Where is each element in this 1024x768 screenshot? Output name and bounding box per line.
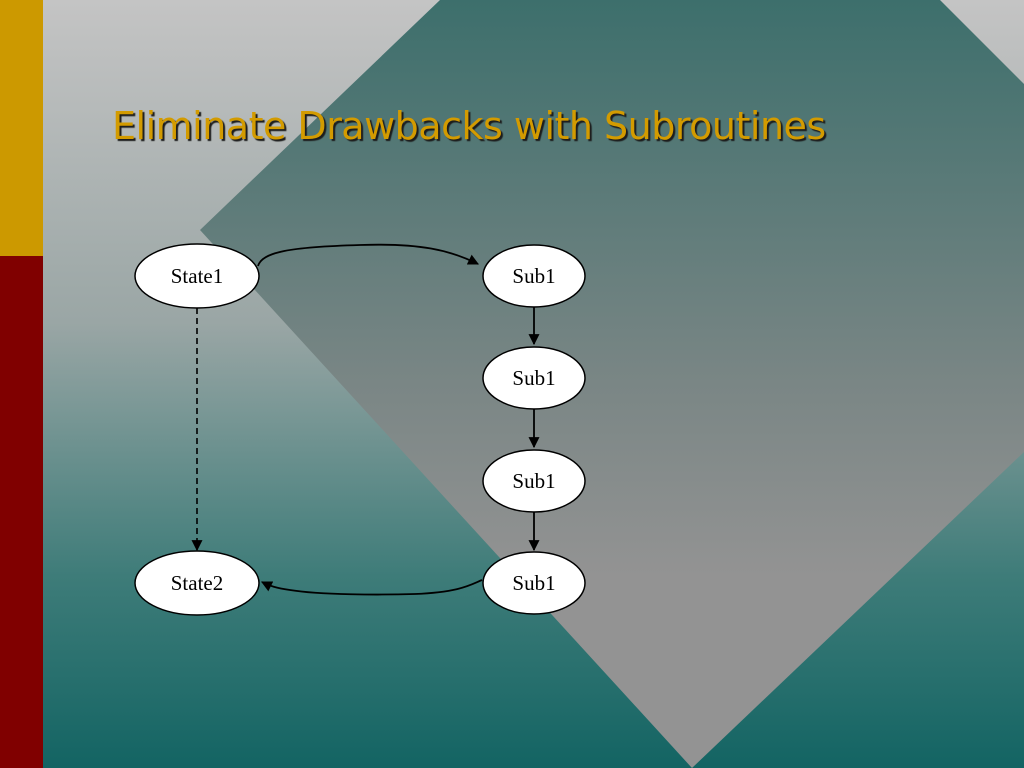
node-sub1-2-label: Sub1: [512, 366, 555, 390]
node-state2: State2: [134, 550, 260, 616]
node-state1: State1: [134, 243, 260, 309]
edge-state1-to-sub1: [257, 243, 479, 267]
gold-accent-bar: [0, 0, 43, 256]
edge-sub1-to-state2: [261, 579, 483, 596]
node-state2-label: State2: [171, 571, 224, 595]
slide-title: Eliminate Drawbacks with Subroutines: [112, 104, 826, 148]
node-state1-label: State1: [171, 264, 224, 288]
node-sub1-3-label: Sub1: [512, 469, 555, 493]
node-sub1-3: Sub1: [482, 449, 586, 513]
node-sub1-1-label: Sub1: [512, 264, 555, 288]
node-sub1-4-label: Sub1: [512, 571, 555, 595]
node-sub1-2: Sub1: [482, 346, 586, 410]
diagram-edges: [191, 243, 540, 596]
red-accent-bar: [0, 256, 43, 768]
background-diamond: [200, 0, 1024, 768]
node-sub1-4: Sub1: [482, 551, 586, 615]
node-sub1-1: Sub1: [482, 244, 586, 308]
